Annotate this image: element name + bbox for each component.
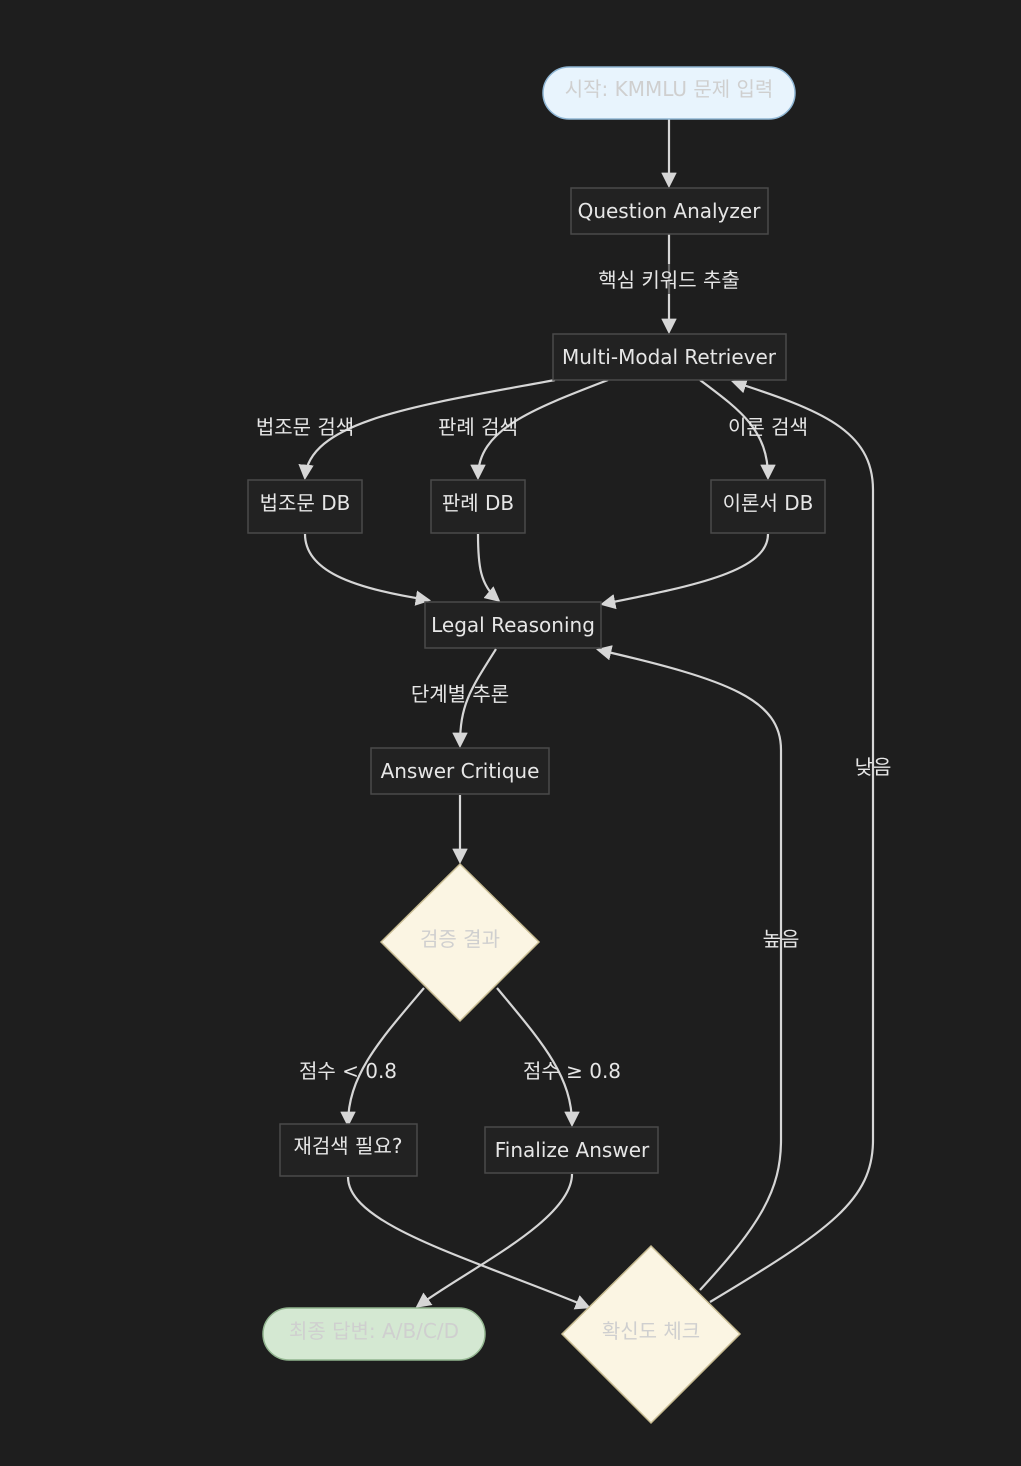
node-multi-modal-retriever: Multi-Modal Retriever <box>552 333 787 381</box>
edge-lawdb-reasoning <box>303 533 432 606</box>
node-start: 시작: KMMLU 문제 입력 <box>542 66 796 120</box>
node-law-db: 법조문 DB <box>247 479 363 534</box>
node-final-answer-label: 최종 답변: A/B/C/D <box>289 1319 459 1343</box>
edge-label-keywords: 핵심 키워드 추출 <box>598 268 740 292</box>
node-question-analyzer-label: Question Analyzer <box>578 199 762 223</box>
edge-confidence-reasoning <box>595 645 783 1291</box>
node-finalize-answer: Finalize Answer <box>484 1126 659 1174</box>
edges <box>298 119 875 1310</box>
node-theory-db: 이론서 DB <box>710 479 826 534</box>
node-verify-decision: 검증 결과 <box>379 862 541 1023</box>
node-theory-db-label: 이론서 DB <box>723 491 814 515</box>
edge-label-case-search: 판례 검색 <box>438 415 518 439</box>
edge-casedb-reasoning <box>476 533 501 602</box>
edge-retriever-casedb <box>470 378 609 481</box>
edge-labels: 핵심 키워드 추출 법조문 검색 판례 검색 이론 검색 단계별 추론 점수 <… <box>256 264 892 1083</box>
node-research-needed-label: 재검색 필요? <box>294 1134 403 1158</box>
node-legal-reasoning: Legal Reasoning <box>424 601 602 649</box>
node-confidence-check-label: 확신도 체크 <box>602 1319 700 1343</box>
node-answer-critique: Answer Critique <box>370 747 550 795</box>
node-answer-critique-label: Answer Critique <box>381 759 540 783</box>
node-confidence-check: 확신도 체크 <box>560 1244 742 1425</box>
edge-label-theory-search: 이론 검색 <box>728 415 808 439</box>
node-legal-reasoning-label: Legal Reasoning <box>431 613 595 637</box>
edge-label-score-high: 점수 ≥ 0.8 <box>523 1059 621 1083</box>
edge-confidence-retriever <box>709 378 875 1303</box>
edge-label-law-search: 법조문 검색 <box>256 415 354 439</box>
node-finalize-answer-label: Finalize Answer <box>495 1138 650 1162</box>
node-case-db-label: 판례 DB <box>442 491 514 515</box>
node-multi-modal-retriever-label: Multi-Modal Retriever <box>562 345 777 369</box>
edge-theorydb-reasoning <box>599 533 770 610</box>
edge-verify-research <box>340 987 425 1128</box>
node-start-label: 시작: KMMLU 문제 입력 <box>565 77 774 101</box>
edge-verify-finalize <box>496 987 580 1128</box>
edge-retriever-lawdb <box>298 378 556 481</box>
node-question-analyzer: Question Analyzer <box>570 187 769 235</box>
node-case-db: 판례 DB <box>430 479 526 534</box>
edge-finalize-final <box>415 1173 574 1308</box>
edge-label-high: 높음 <box>763 927 800 951</box>
edge-retriever-theorydb <box>699 379 776 481</box>
edge-research-confidence <box>346 1176 591 1310</box>
edge-reasoning-critique <box>452 648 497 749</box>
edge-label-score-low: 점수 < 0.8 <box>299 1059 397 1083</box>
edge-label-low: 낮음 <box>855 755 892 779</box>
node-law-db-label: 법조문 DB <box>260 491 351 515</box>
edge-label-stepwise: 단계별 추론 <box>411 682 509 706</box>
node-verify-decision-label: 검증 결과 <box>420 927 500 951</box>
node-research-needed: 재검색 필요? <box>279 1123 418 1177</box>
node-final-answer: 최종 답변: A/B/C/D <box>262 1307 486 1361</box>
